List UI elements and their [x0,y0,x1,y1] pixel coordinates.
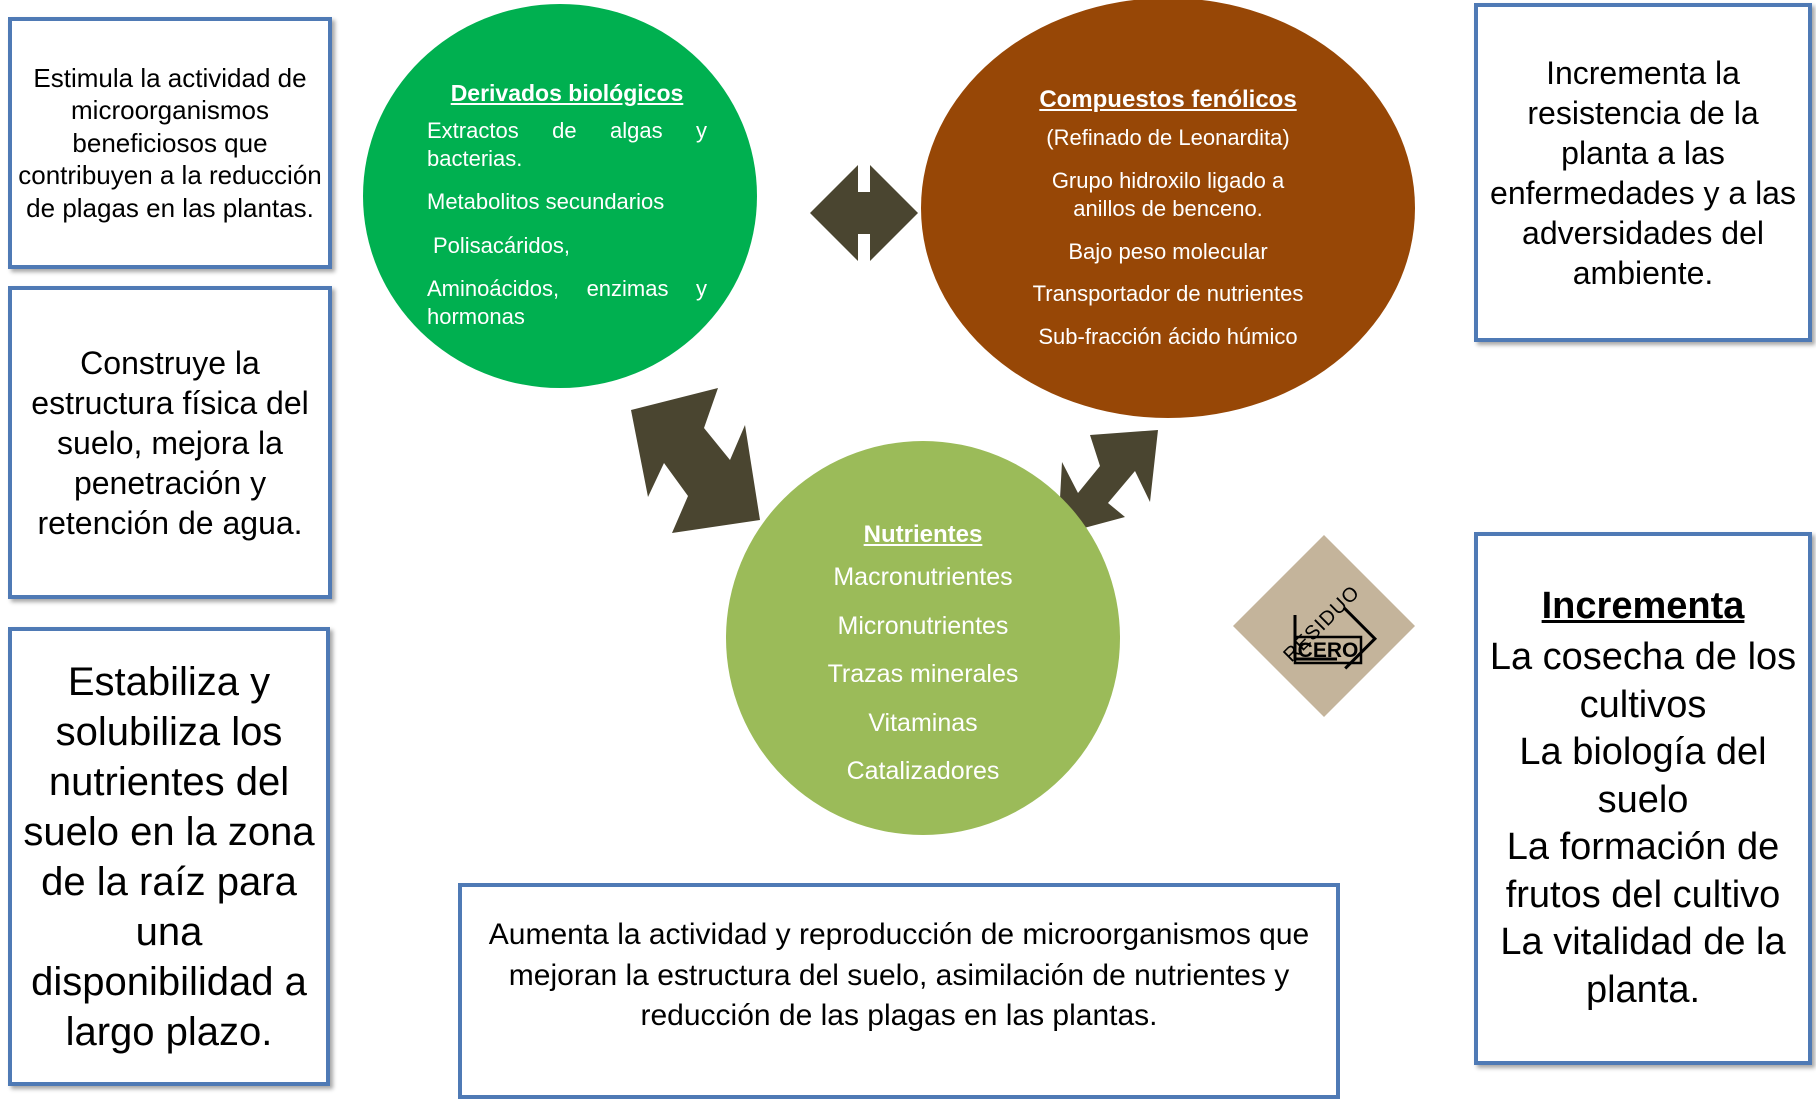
circle-biological-item: Polisacáridos, [433,232,570,258]
right-box-increase: Incrementa La cosecha de los cultivos La… [1474,532,1812,1065]
left-box-microorganisms: Estimula la actividad de microorganismos… [8,17,332,269]
circle-nutrients: Nutrientes Macronutrientes Micronutrient… [726,441,1120,835]
circle-phenolic-item: Grupo hidroxilo ligado a anillos de benc… [1051,167,1285,222]
circle-phenolic-item: (Refinado de Leonardita) [1046,125,1290,150]
right-box-increase-title: Incrementa [1541,584,1745,627]
right-box-increase-line: La cosecha de los cultivos [1489,636,1797,726]
logo-diamond [1233,535,1415,717]
left-box-nutrient-stabilization-text: Estabiliza y solubiliza los nutrientes d… [23,659,315,1054]
circle-nutrients-item: Micronutrientes [837,611,1009,640]
circle-nutrients-title: Nutrientes [863,521,983,548]
left-box-nutrient-stabilization: Estabiliza y solubiliza los nutrientes d… [8,627,330,1086]
right-box-increase-line: La vitalidad de la planta. [1500,921,1786,1011]
circle-biological-item: Extractos de algas y bacterias. [427,118,707,171]
horizontal-double-arrow [810,165,918,261]
circle-biological-item: Aminoácidos, enzimas y hormonas [427,276,707,329]
circle-phenolic-item: Bajo peso molecular [1068,238,1268,264]
left-box-microorganisms-text: Estimula la actividad de microorganismos… [18,62,322,223]
circle-phenolic-item: Sub-fracción ácido húmico [1038,323,1298,349]
right-box-resistance: Incrementa la resistencia de la planta a… [1474,3,1812,342]
logo-cero-text: CERO [1298,639,1359,662]
bottom-box-activity-text: Aumenta la actividad y reproducción de m… [488,918,1310,1032]
left-box-soil-structure: Construye la estructura física del suelo… [8,286,332,599]
left-box-soil-structure-text: Construye la estructura física del suelo… [31,344,309,541]
residuo-cero-logo: RESIDUO CERO [1233,535,1415,717]
circle-biological-title: Derivados biológicos [450,80,684,106]
right-diagonal-double-arrow [1058,430,1158,535]
circle-phenolic-title: Compuestos fenólicos [1039,86,1297,113]
circle-nutrients-item: Catalizadores [846,757,1000,785]
circle-nutrients-item: Macronutrientes [833,563,1013,591]
right-box-increase-line: La formación de frutos del cultivo [1505,826,1781,916]
circle-biological-derivatives: Derivados biológicos Extractos de algas … [363,4,757,388]
circle-phenolic-item: Transportador de nutrientes [1032,281,1304,307]
circle-nutrients-item: Trazas minerales [827,660,1019,688]
circle-biological-item: Metabolitos secundarios [427,189,665,214]
left-diagonal-double-arrow [631,388,760,533]
right-box-resistance-text: Incrementa la resistencia de la planta a… [1490,54,1796,291]
circle-phenolic-compounds: Compuestos fenólicos (Refinado de Leonar… [921,0,1415,418]
bottom-box-activity: Aumenta la actividad y reproducción de m… [458,883,1340,1099]
circle-nutrients-item: Vitaminas [868,708,978,737]
right-box-increase-line: La biología del suelo [1519,731,1767,821]
